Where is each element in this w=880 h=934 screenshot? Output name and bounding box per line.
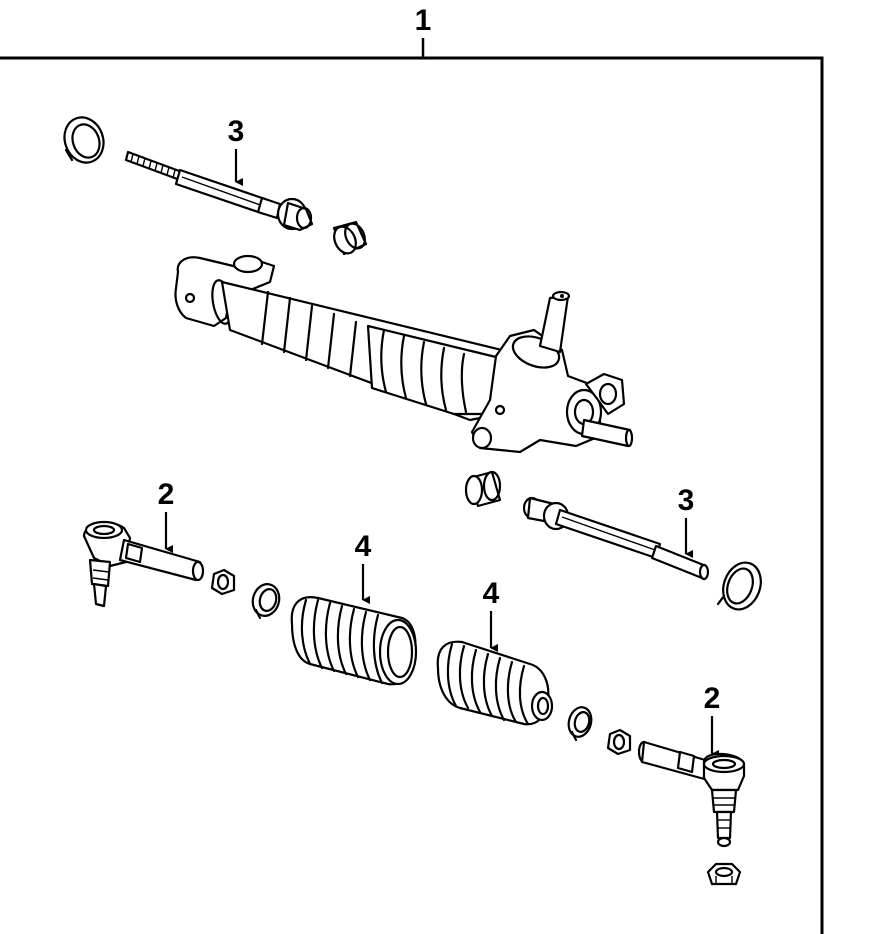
rack-bushing-upper (332, 220, 368, 256)
outer-tie-rod-end-left (82, 520, 205, 608)
callout-4-left: 4 (355, 530, 372, 563)
callout-3-lower: 3 (678, 484, 695, 517)
rack-boot-left (290, 596, 418, 686)
castle-nut (706, 862, 742, 886)
callout-4-right-group: 4 (483, 577, 500, 652)
boot-clamp-lower-right (716, 561, 762, 611)
callout-3-upper: 3 (228, 115, 245, 148)
callout-4-right: 4 (483, 577, 500, 610)
callout-2-left-group: 2 (158, 478, 175, 553)
inner-tie-rod-lower (522, 496, 710, 581)
callout-1: 1 (415, 4, 432, 37)
callout-2-left: 2 (158, 478, 175, 511)
boot-clamp-right (567, 706, 593, 742)
outer-tie-rod-end-right (637, 740, 746, 848)
jam-nut-right (606, 728, 632, 756)
assembly-frame (0, 38, 824, 934)
jam-nut-left (210, 568, 236, 596)
rack-boot-right (436, 640, 554, 726)
callout-4-left-group: 4 (355, 530, 372, 604)
boot-clamp-upper-left (63, 116, 105, 164)
steering-gear-housing (174, 254, 634, 454)
inner-tie-rod-upper (124, 150, 314, 232)
boot-clamp-left (251, 583, 281, 620)
callout-3-upper-group: 3 (228, 115, 245, 186)
rack-bushing-lower (464, 470, 502, 508)
callout-3-lower-group: 3 (678, 484, 695, 558)
callout-2-right: 2 (704, 682, 721, 715)
callout-2-right-group: 2 (704, 682, 721, 758)
